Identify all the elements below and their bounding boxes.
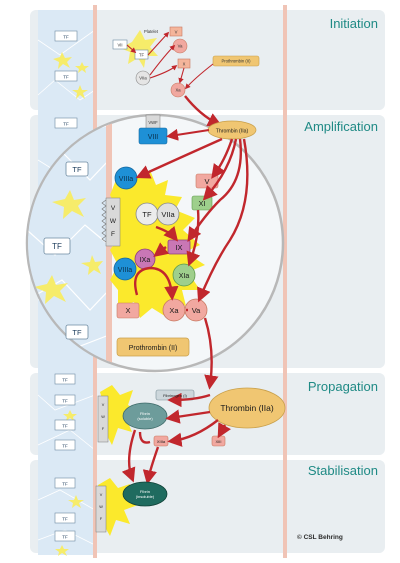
- propagation-platelet: [98, 385, 140, 445]
- viiia-label: VIIIa: [118, 267, 133, 274]
- vwf-w-label: W: [110, 218, 117, 225]
- phase-amplification: Amplification: [304, 119, 378, 134]
- initiation-platelet: [120, 30, 158, 68]
- tf-label-10: TF: [62, 535, 68, 540]
- xa-amp-label: Xa: [169, 306, 179, 315]
- vwf-stab-w: W: [99, 505, 103, 509]
- tf-platelet-circle-label: TF: [142, 210, 152, 219]
- viii-label: VIII: [148, 134, 159, 141]
- fibrin-soluble-label-2: (soluble): [137, 416, 153, 421]
- va-init-label: Va: [178, 44, 183, 49]
- phase-stabilisation: Stabilisation: [307, 463, 378, 478]
- tf-label-1: TF: [63, 35, 69, 40]
- tf-label-7: TF: [62, 444, 68, 449]
- vwf-f-label: F: [111, 231, 115, 238]
- va-amp-label: Va: [192, 306, 201, 315]
- tf-label-5: TF: [62, 399, 68, 404]
- v-init-label: V: [175, 30, 178, 35]
- tf-platelet-label: TF: [139, 53, 145, 58]
- tf-label-8: TF: [62, 482, 68, 487]
- vwf-small-label: VWF: [148, 120, 158, 125]
- prothrombin-amp-label: Prothrombin (II): [129, 345, 178, 352]
- thrombin-amp-label: Thrombin (IIa): [216, 129, 249, 135]
- vwf-v-label: V: [111, 205, 116, 212]
- viia-init-label: VIIa: [139, 76, 147, 81]
- tf-circle-label-2: TF: [52, 242, 62, 251]
- xiiia-label: XIIIa: [157, 439, 166, 444]
- stabilisation-panel: [30, 460, 385, 553]
- xia-label: XIa: [179, 273, 190, 280]
- xi-label: XI: [198, 199, 205, 208]
- xa-init-label: Xa: [175, 88, 181, 93]
- copyright-text: © CSL Behring: [297, 534, 343, 541]
- tf-starbursts: [53, 52, 89, 556]
- prothrombin-init-label: Prothrombin (II): [221, 59, 251, 64]
- tf-label-9: TF: [62, 517, 68, 522]
- fibrin-soluble-label-1: Fibrin: [140, 411, 150, 416]
- viia-circle-label: VIIa: [161, 210, 175, 219]
- ixa-label: IXa: [140, 257, 151, 264]
- vwf-stab-v: V: [100, 493, 103, 497]
- vwf-prop-f: F: [102, 427, 105, 431]
- thrombin-prop-label: Thrombin (IIa): [220, 403, 274, 413]
- x-amp-label: X: [125, 306, 130, 315]
- vwf-prop-w: W: [101, 415, 105, 419]
- vii-label: VII: [117, 43, 122, 48]
- tf-circle-label-3: TF: [72, 328, 82, 337]
- tf-circle-label-1: TF: [72, 165, 82, 174]
- phase-propagation: Propagation: [307, 379, 378, 394]
- phase-initiation: Initiation: [329, 16, 378, 31]
- xiii-label: XIII: [215, 439, 221, 444]
- viiia-top-label: VIIIa: [119, 176, 134, 183]
- ix-label: IX: [175, 243, 182, 252]
- vwf-stab-f: F: [100, 517, 103, 521]
- tf-label-2: TF: [63, 75, 69, 80]
- tf-label-4: TF: [62, 378, 68, 383]
- fibrin-insoluble-label-2: (insoluble): [136, 494, 155, 499]
- x-init-label: X: [183, 62, 186, 67]
- fibrin-insoluble-label-1: Fibrin: [140, 489, 150, 494]
- v-amp-label: V: [204, 177, 209, 186]
- fibrinogen-label: Fibrinogen (I): [163, 393, 187, 398]
- initiation-panel: [30, 10, 385, 110]
- tf-label-6: TF: [62, 424, 68, 429]
- vwf-prop-v: V: [102, 403, 105, 407]
- tf-label-3: TF: [63, 122, 69, 127]
- platelet-label: Platelet: [144, 29, 159, 34]
